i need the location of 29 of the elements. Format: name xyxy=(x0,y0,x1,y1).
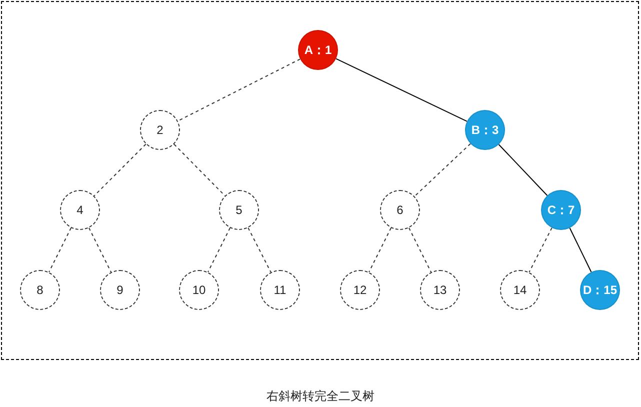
dashed-line xyxy=(408,227,432,273)
connector-line xyxy=(498,144,548,196)
dashed-line xyxy=(368,227,392,273)
dashed-line xyxy=(528,227,552,273)
dashed-line xyxy=(94,144,146,196)
node-label: 13 xyxy=(433,282,447,299)
node-label: 4 xyxy=(76,202,84,219)
node-label: 6 xyxy=(396,202,404,219)
node-label: 2 xyxy=(156,122,164,139)
node-label: 5 xyxy=(236,202,242,219)
node-label: C：7 xyxy=(547,202,575,219)
node-label: A：1 xyxy=(304,42,332,59)
node-label: 12 xyxy=(353,282,367,299)
dashed-line xyxy=(248,227,272,273)
node-label: 8 xyxy=(36,282,44,299)
connector-line xyxy=(569,227,592,273)
caption: 右斜树转完全二叉树 xyxy=(266,388,376,405)
node-label: 10 xyxy=(192,282,206,299)
dashed-line xyxy=(174,144,226,196)
node-label: D：15 xyxy=(582,282,617,299)
dashed-line xyxy=(48,227,72,273)
dashed-line xyxy=(414,143,471,197)
dashed-line xyxy=(88,227,112,273)
dashed-line xyxy=(207,227,231,273)
node-label: 14 xyxy=(513,282,527,299)
node-label: B：3 xyxy=(471,122,499,139)
node-label: 9 xyxy=(116,282,124,299)
node-label: 11 xyxy=(274,282,286,299)
connector-line xyxy=(336,58,468,122)
